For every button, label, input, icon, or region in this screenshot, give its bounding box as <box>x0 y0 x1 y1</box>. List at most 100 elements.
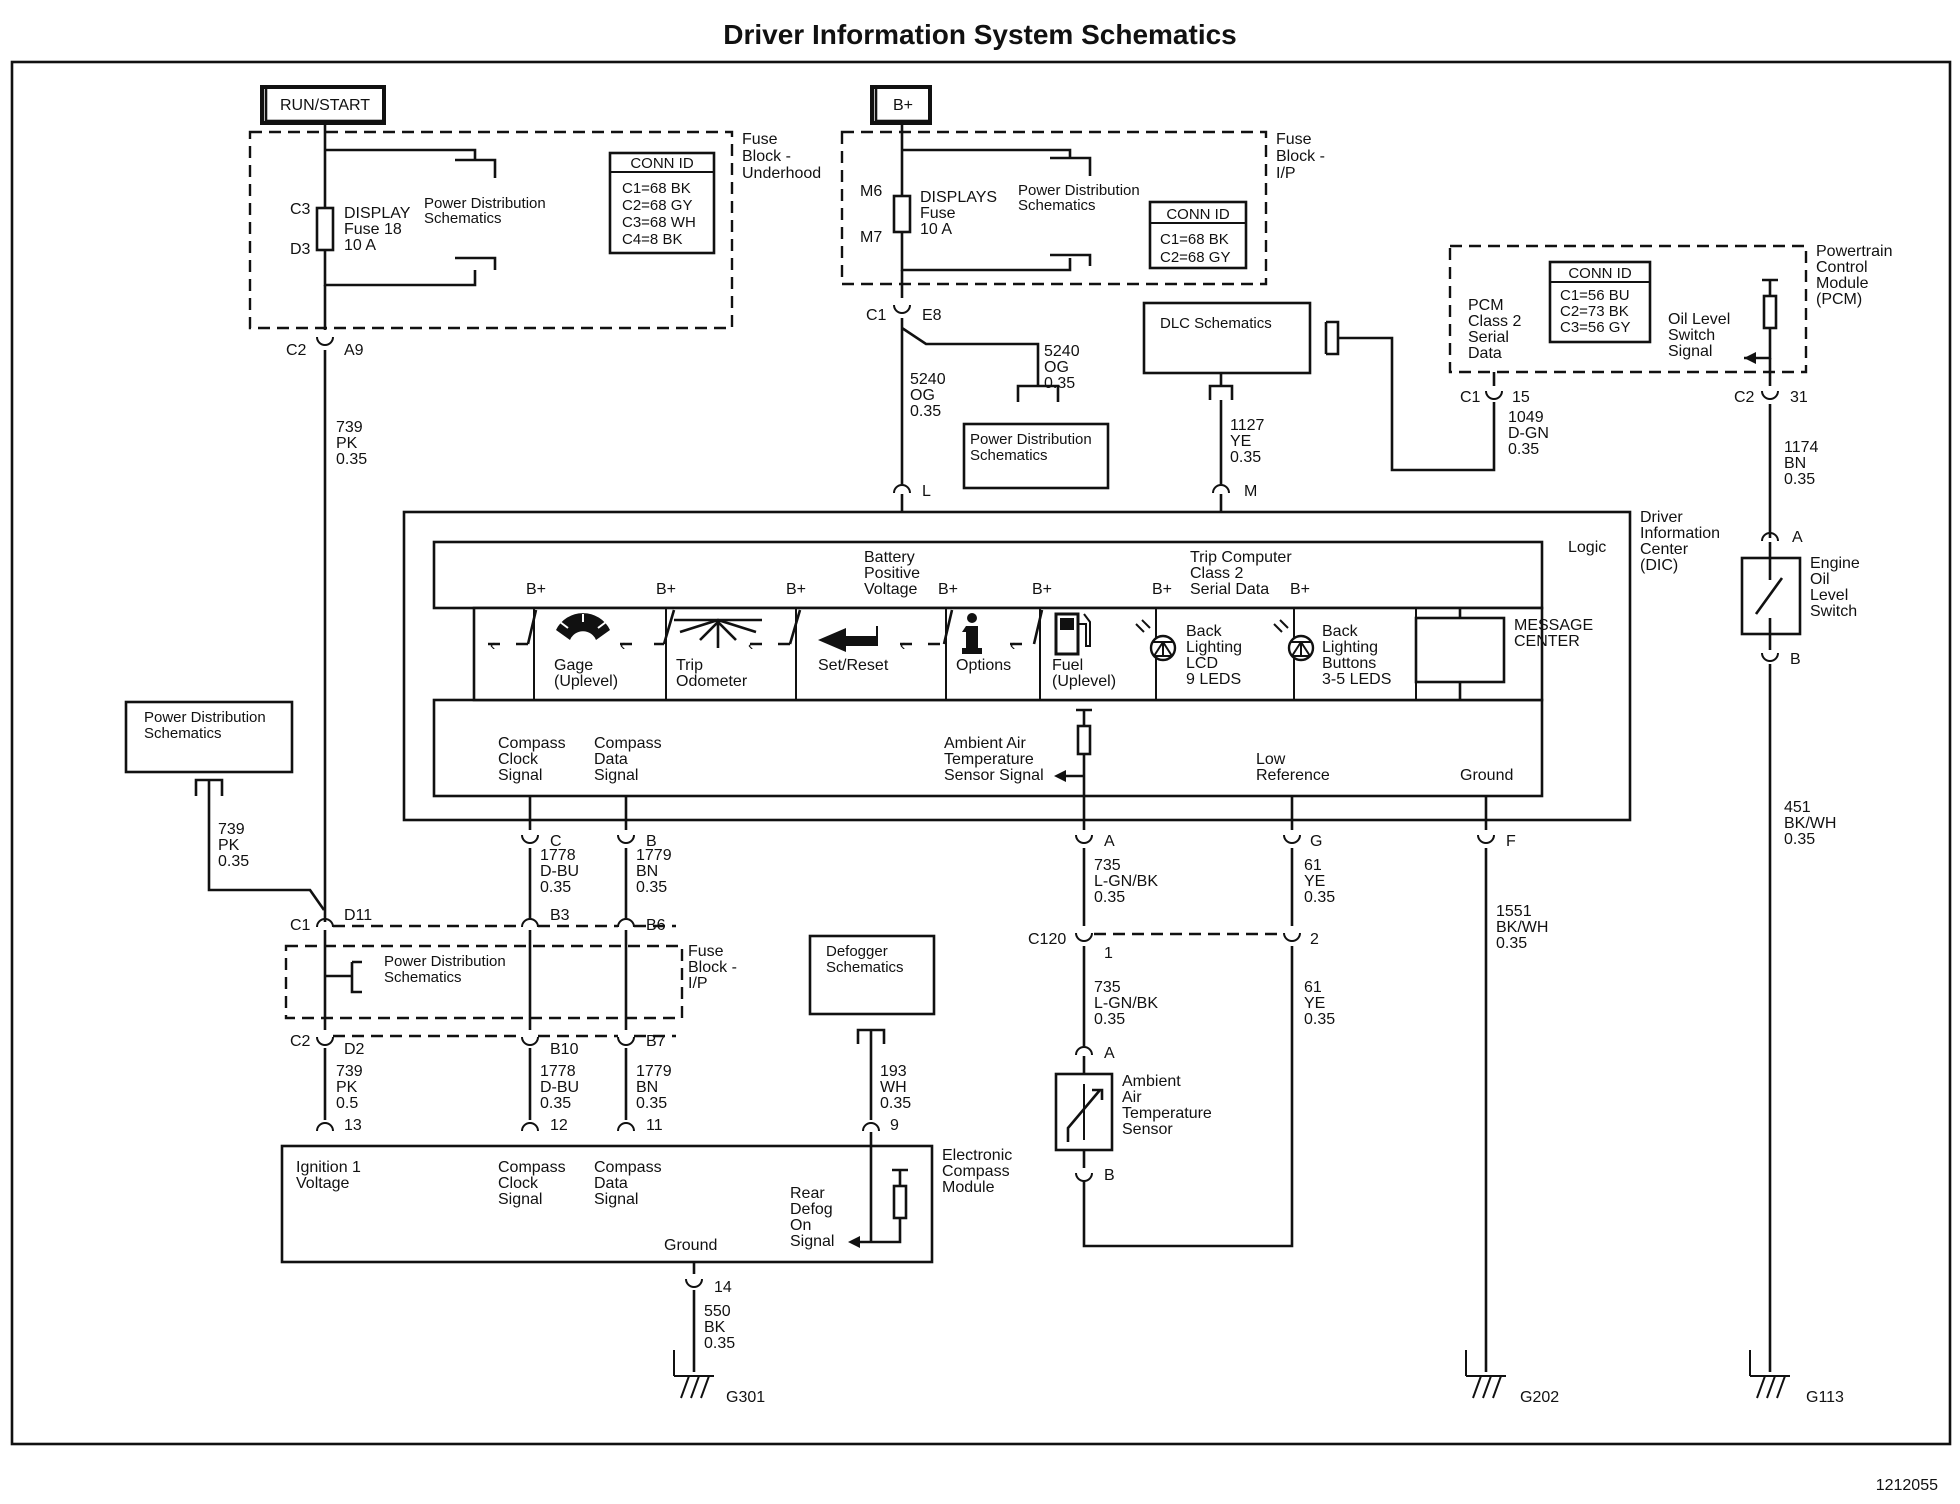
svg-text:Schematics: Schematics <box>826 959 904 976</box>
svg-text:G202: G202 <box>1520 1389 1559 1406</box>
svg-text:Underhood: Underhood <box>742 165 821 182</box>
svg-text:G113: G113 <box>1806 1389 1844 1406</box>
svg-text:Power Distribution: Power Distribution <box>970 431 1092 448</box>
svg-text:Options: Options <box>956 657 1011 674</box>
svg-text:Voltage: Voltage <box>864 581 917 598</box>
pds-box-left: Power Distribution Schematics <box>124 700 294 774</box>
svg-text:D-BU: D-BU <box>540 863 579 880</box>
svg-text:10 A: 10 A <box>920 221 952 238</box>
svg-text:15: 15 <box>1512 389 1530 406</box>
page-title: Driver Information System Schematics <box>723 19 1237 50</box>
svg-text:739: 739 <box>336 419 363 436</box>
svg-text:Temperature: Temperature <box>1122 1105 1212 1122</box>
svg-text:BK/WH: BK/WH <box>1496 919 1548 936</box>
svg-text:Information: Information <box>1640 525 1720 542</box>
svg-text:C2=68 GY: C2=68 GY <box>1160 249 1230 266</box>
svg-text:BK: BK <box>704 1319 726 1336</box>
conn-id-underhood <box>608 151 716 255</box>
svg-text:Trip Computer: Trip Computer <box>1190 549 1292 566</box>
svg-text:739: 739 <box>336 1063 363 1080</box>
svg-text:1779: 1779 <box>636 1063 672 1080</box>
svg-text:Powertrain: Powertrain <box>1816 243 1892 260</box>
svg-text:Power Distribution: Power Distribution <box>144 709 266 726</box>
svg-text:Trip: Trip <box>676 657 703 674</box>
engine-oil-level-switch: Engine Oil Level Switch <box>1740 542 1860 650</box>
svg-text:2: 2 <box>1310 931 1319 948</box>
svg-text:Fuel: Fuel <box>1052 657 1083 674</box>
svg-text:A: A <box>1104 1045 1115 1062</box>
svg-text:0.35: 0.35 <box>1044 375 1075 392</box>
svg-text:1127: 1127 <box>1230 417 1265 434</box>
svg-text:12: 12 <box>550 1117 568 1134</box>
fuel-pump-icon <box>1054 612 1091 656</box>
defogger-box: Defogger Schematics <box>808 934 936 1016</box>
svg-text:C1=56 BU: C1=56 BU <box>1560 287 1630 304</box>
svg-text:0.35: 0.35 <box>218 853 249 870</box>
svg-text:Data: Data <box>1468 345 1502 362</box>
svg-text:1174: 1174 <box>1784 439 1819 456</box>
svg-text:5240: 5240 <box>910 371 946 388</box>
svg-text:1778: 1778 <box>540 1063 576 1080</box>
svg-text:L-GN/BK: L-GN/BK <box>1094 873 1158 890</box>
svg-text:B+: B+ <box>1152 581 1172 598</box>
svg-text:DISPLAY: DISPLAY <box>344 205 411 222</box>
svg-text:0.35: 0.35 <box>636 1095 667 1112</box>
svg-text:‹: ‹ <box>620 637 625 654</box>
svg-text:A9: A9 <box>344 342 364 359</box>
svg-text:Rear: Rear <box>790 1185 825 1202</box>
svg-text:‹: ‹ <box>748 637 753 654</box>
electronic-compass-module: Electronic Compass Module Ignition 1 Vol… <box>280 1132 1012 1264</box>
svg-text:Electronic: Electronic <box>942 1147 1012 1164</box>
svg-text:D3: D3 <box>290 241 311 258</box>
svg-text:C2: C2 <box>286 342 307 359</box>
svg-text:0.5: 0.5 <box>336 1095 358 1112</box>
svg-text:BK/WH: BK/WH <box>1784 815 1836 832</box>
svg-text:0.35: 0.35 <box>1784 831 1815 848</box>
svg-text:M7: M7 <box>860 229 882 246</box>
svg-text:Gage: Gage <box>554 657 593 674</box>
svg-text:Set/Reset: Set/Reset <box>818 657 889 674</box>
svg-text:YE: YE <box>1304 873 1325 890</box>
svg-text:MESSAGE: MESSAGE <box>1514 617 1593 634</box>
svg-text:B10: B10 <box>550 1041 579 1058</box>
svg-text:B+: B+ <box>938 581 958 598</box>
svg-text:Module: Module <box>942 1179 995 1196</box>
svg-text:(PCM): (PCM) <box>1816 291 1862 308</box>
svg-text:DLC Schematics: DLC Schematics <box>1160 315 1272 332</box>
pcm-module: Powertrain Control Module (PCM) CONN ID … <box>1448 243 1892 386</box>
svg-text:D2: D2 <box>344 1041 365 1058</box>
svg-text:Battery: Battery <box>864 549 915 566</box>
svg-text:0.35: 0.35 <box>1094 889 1125 906</box>
svg-text:F: F <box>1506 833 1516 850</box>
svg-text:61: 61 <box>1304 857 1322 874</box>
svg-text:61: 61 <box>1304 979 1322 996</box>
svg-text:Ground: Ground <box>1460 767 1513 784</box>
svg-text:A: A <box>1792 529 1803 546</box>
b-plus-source: B+ <box>870 85 932 125</box>
fuse-block-underhood: Fuse Block - Underhood C3 D3 DISPLAY Fus… <box>248 130 821 330</box>
svg-text:C: C <box>550 833 562 850</box>
svg-text:Defogger: Defogger <box>826 943 888 960</box>
svg-text:BN: BN <box>636 863 658 880</box>
svg-text:L-GN/BK: L-GN/BK <box>1094 995 1158 1012</box>
svg-text:I/P: I/P <box>688 975 708 992</box>
svg-text:YE: YE <box>1304 995 1325 1012</box>
svg-text:Data: Data <box>594 751 628 768</box>
svg-text:‹: ‹ <box>900 637 905 654</box>
svg-text:0.35: 0.35 <box>1508 441 1539 458</box>
svg-text:Lighting: Lighting <box>1322 639 1378 656</box>
svg-text:Schematics: Schematics <box>144 725 222 742</box>
svg-text:Compass: Compass <box>498 1159 566 1176</box>
driver-information-center: Driver Information Center (DIC) Logic Ba… <box>402 509 1720 830</box>
svg-text:C2: C2 <box>1734 389 1755 406</box>
svg-text:Serial: Serial <box>1468 329 1509 346</box>
svg-text:Voltage: Voltage <box>296 1175 349 1192</box>
svg-text:Clock: Clock <box>498 751 539 768</box>
svg-text:1551: 1551 <box>1496 903 1532 920</box>
svg-text:B: B <box>646 833 657 850</box>
svg-text:Switch: Switch <box>1810 603 1857 620</box>
svg-text:PK: PK <box>218 837 240 854</box>
svg-text:Block -: Block - <box>1276 148 1325 165</box>
svg-text:0.35: 0.35 <box>704 1335 735 1352</box>
